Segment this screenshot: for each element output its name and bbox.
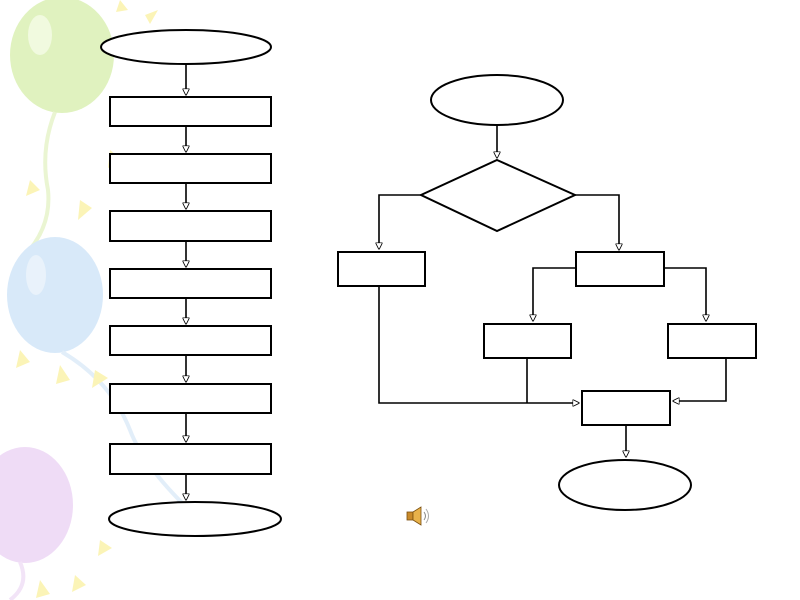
start-terminal [430, 74, 564, 126]
speaker-icon[interactable] [406, 506, 429, 526]
process-box-4 [109, 268, 272, 299]
background-decoration [0, 0, 202, 600]
process-box-1 [109, 96, 272, 127]
decision-diamond [418, 158, 578, 233]
purple-balloon-icon [0, 447, 73, 600]
process-box-5 [109, 325, 272, 356]
process-box-3 [109, 210, 272, 242]
merge-process-box [581, 390, 671, 426]
flow-arrow-merge-right [673, 358, 727, 401]
left-process-box [337, 251, 426, 287]
sequence-flowchart [100, 29, 282, 537]
flow-arrow-sub-left [533, 267, 576, 321]
process-box-2 [109, 153, 272, 184]
flow-arrow-sub-right [664, 267, 706, 321]
flow-arrow-right-branch [575, 194, 619, 250]
start-terminal [100, 29, 272, 65]
process-box-7 [109, 443, 272, 475]
flow-arrow-merge-left [378, 286, 579, 403]
end-terminal [558, 459, 692, 511]
sub-left-process-box [483, 323, 572, 359]
green-balloon-icon [10, 0, 114, 262]
right-process-box [575, 251, 665, 287]
process-box-6 [109, 383, 272, 414]
blue-balloon-icon [7, 237, 202, 522]
sub-right-process-box [667, 323, 757, 359]
flow-arrow-left-branch [379, 194, 421, 249]
branch-flowchart [337, 74, 757, 511]
end-terminal [108, 501, 282, 537]
